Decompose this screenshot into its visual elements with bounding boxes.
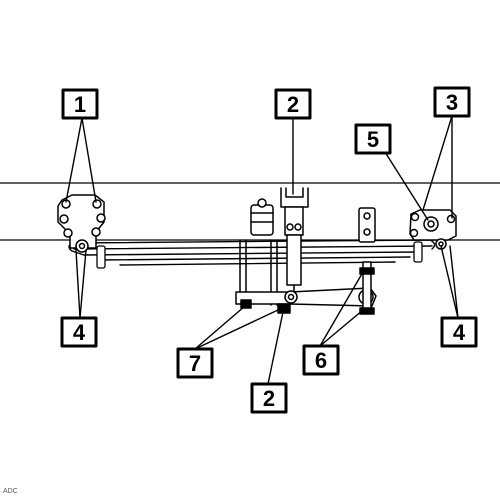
callout-3-label: 3 xyxy=(446,90,458,115)
leader-lines xyxy=(65,115,459,385)
callout-4-left-label: 4 xyxy=(73,320,86,345)
rear-shackle-bracket xyxy=(409,209,457,250)
callout-7-label: 7 xyxy=(189,351,201,376)
shock-absorber xyxy=(286,234,302,296)
callout-2-top: 2 xyxy=(274,88,312,120)
callout-3: 3 xyxy=(433,86,471,118)
callout-5: 5 xyxy=(354,123,392,155)
axle-bracket xyxy=(250,198,274,236)
callout-2-top-label: 2 xyxy=(287,92,299,117)
callout-6: 6 xyxy=(302,344,340,376)
spring-clips xyxy=(96,241,423,269)
tie-plate xyxy=(235,287,377,314)
callout-2-bottom: 2 xyxy=(250,382,288,414)
callout-4-left: 4 xyxy=(60,316,98,348)
callout-5-label: 5 xyxy=(367,127,379,152)
rear-link-bracket xyxy=(358,207,376,315)
callout-7: 7 xyxy=(176,347,214,379)
callout-1: 1 xyxy=(61,88,99,120)
callout-4-right: 4 xyxy=(440,316,478,348)
front-spring-hanger xyxy=(57,194,106,253)
callout-6-label: 6 xyxy=(315,348,327,373)
leaf-spring xyxy=(68,239,436,266)
callout-4-right-label: 4 xyxy=(453,320,466,345)
callout-2-bottom-label: 2 xyxy=(263,386,275,411)
shock-upper-mount xyxy=(280,187,309,236)
watermark: ADC xyxy=(3,488,18,495)
callout-1-label: 1 xyxy=(74,92,86,117)
